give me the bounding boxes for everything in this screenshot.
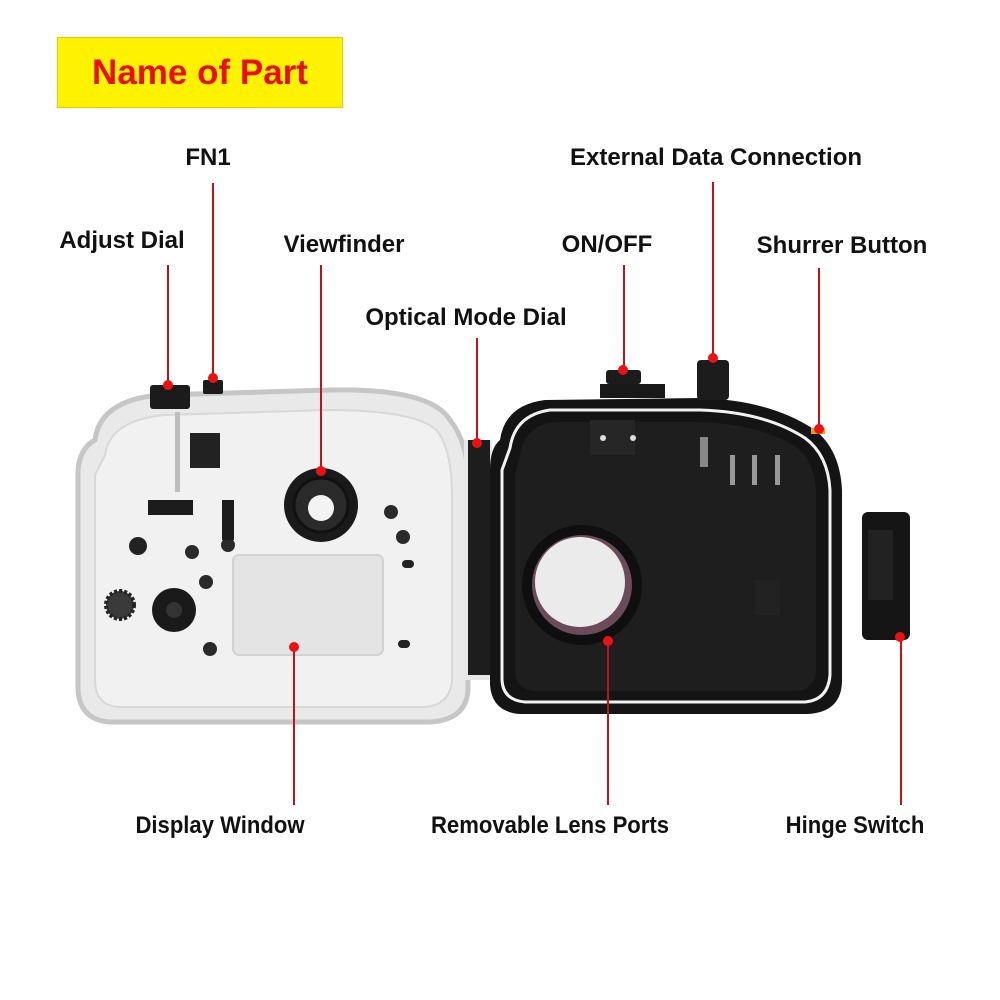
leader-adjust-dial [167, 265, 169, 385]
dot-display-window [289, 642, 299, 652]
leader-hinge-switch [900, 637, 902, 805]
leader-shutter-button [818, 268, 820, 429]
clear-back-door [75, 380, 471, 725]
label-fn1: FN1 [185, 144, 231, 171]
leader-optical-mode-dial [476, 338, 478, 443]
leader-viewfinder [320, 265, 322, 470]
label-display-window: Display Window [135, 812, 305, 839]
label-removable-lens-ports: Removable Lens Ports [430, 812, 670, 839]
dot-hinge-switch [895, 632, 905, 642]
black-main-body [468, 360, 910, 714]
dot-fn1 [208, 373, 218, 383]
label-external-data-connection: External Data Connection [569, 144, 863, 171]
leader-display-window [293, 647, 295, 805]
leader-fn1 [212, 183, 214, 378]
leader-lens-ports [607, 641, 609, 805]
dot-viewfinder [316, 466, 326, 476]
label-on-off: ON/OFF [561, 231, 653, 258]
label-optical-mode-dial: Optical Mode Dial [365, 304, 567, 331]
label-adjust-dial: Adjust Dial [59, 227, 185, 254]
leader-external-data [712, 182, 714, 358]
dot-external-data [708, 353, 718, 363]
dot-adjust-dial [163, 380, 173, 390]
label-hinge-switch: Hinge Switch [785, 812, 925, 839]
dot-lens-ports [603, 636, 613, 646]
dot-optical-mode-dial [472, 438, 482, 448]
dot-shutter-button [814, 424, 824, 434]
banner-title: Name of Part [92, 52, 308, 92]
label-shutter-button: Shurrer Button [756, 232, 928, 259]
title-banner: Name of Part [57, 37, 343, 108]
label-viewfinder: Viewfinder [283, 231, 405, 258]
leader-on-off [623, 265, 625, 370]
dot-on-off [618, 365, 628, 375]
